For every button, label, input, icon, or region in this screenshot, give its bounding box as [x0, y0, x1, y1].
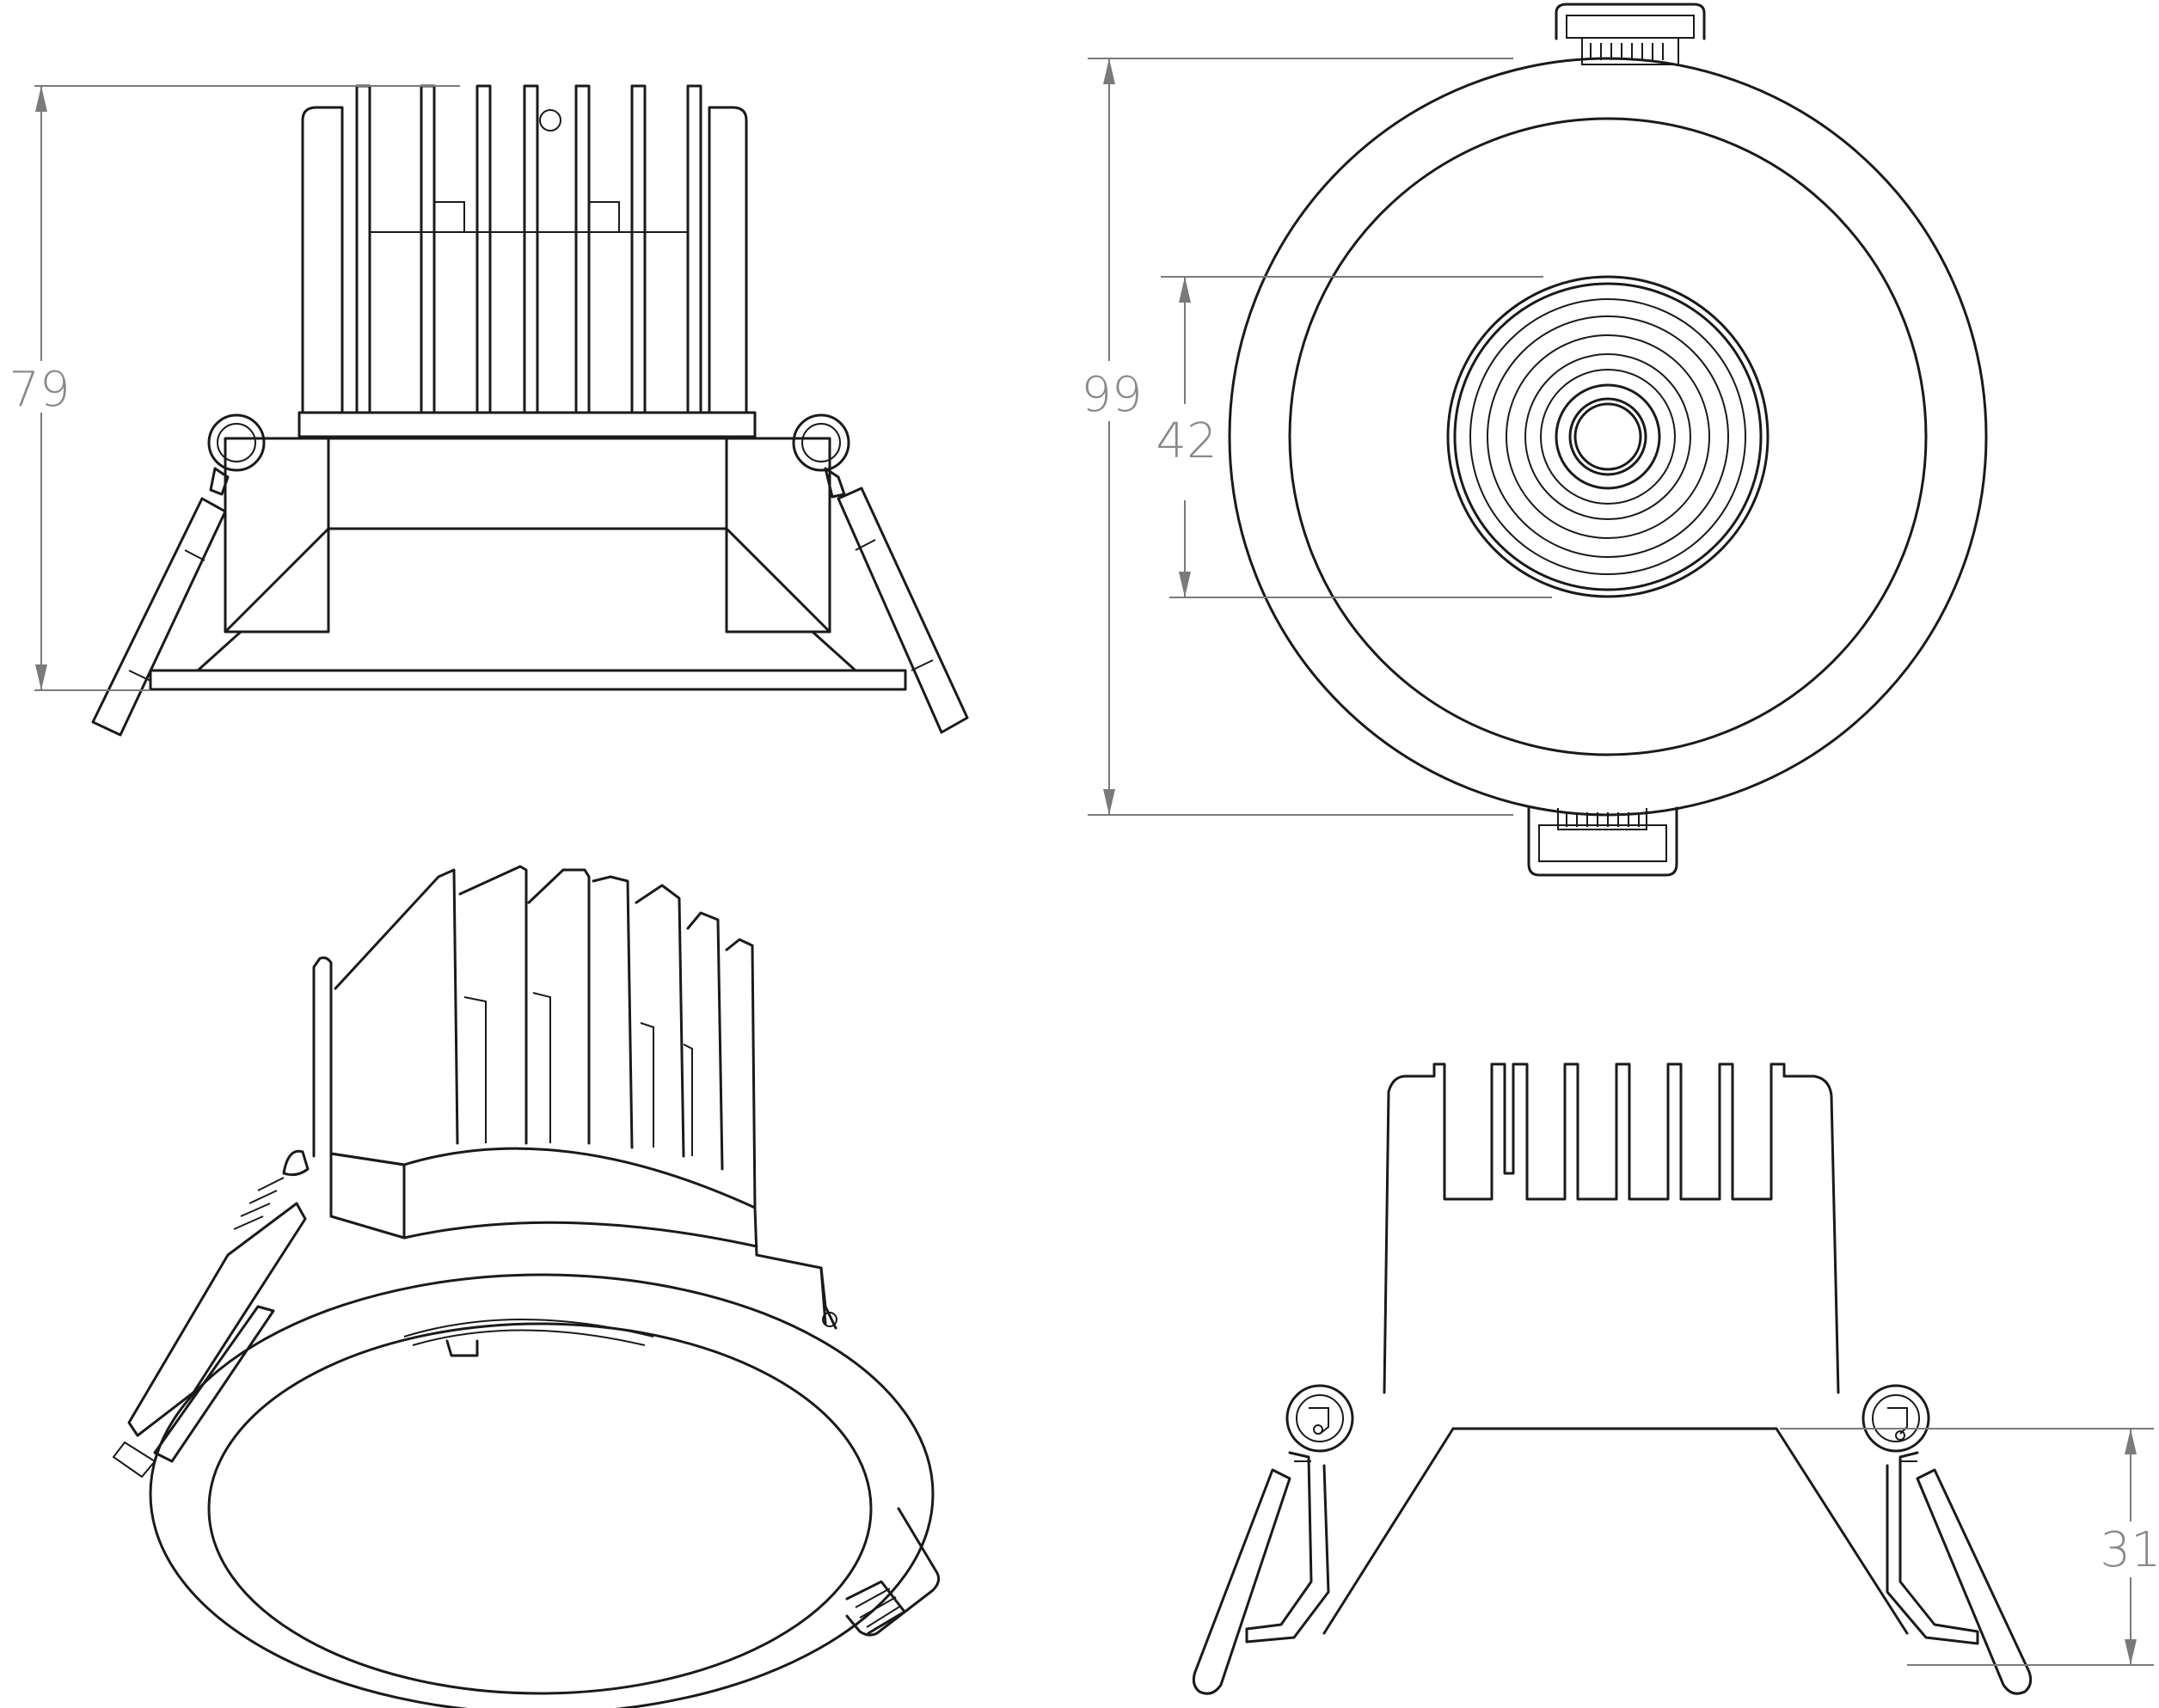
perspective-heatsink [312, 865, 757, 1209]
spring-clip-left [91, 413, 266, 737]
spring-clip-right [792, 413, 969, 734]
section-heatsink [1383, 1062, 1840, 1394]
dimension-height: 79 [9, 85, 460, 691]
dimension-trim-depth: 31 [1780, 1428, 2159, 1666]
dimension-inner-diameter: 42 [1156, 276, 1552, 598]
dimension-trim-depth-label: 31 [2100, 1522, 2159, 1578]
perspective-view [112, 865, 941, 1708]
perspective-trim [149, 1273, 935, 1708]
perspective-clip-right [845, 1507, 941, 1637]
outer-trim-ring [1228, 57, 1988, 817]
dimension-outer-diameter-label: 99 [1081, 367, 1142, 423]
dimension-inner-diameter-label: 42 [1156, 413, 1217, 469]
top-view [1228, 3, 1988, 877]
section-clip-right [1862, 1384, 2033, 1695]
inner-trim-ring [1288, 117, 1928, 756]
section-view [1192, 1062, 2033, 1695]
dimension-height-label: 79 [9, 362, 70, 418]
section-body [1322, 1427, 1909, 1635]
dimension-outer-diameter: 99 [1081, 58, 1513, 816]
front-view [91, 84, 969, 737]
lamp-body [149, 437, 907, 691]
section-clip-left [1192, 1384, 1354, 1695]
top-clip [1555, 3, 1706, 65]
perspective-clip-left [112, 1149, 310, 1478]
bottom-clip [1527, 806, 1678, 877]
perspective-body [329, 1147, 837, 1330]
heatsink [297, 84, 757, 438]
lens [1446, 275, 1770, 598]
